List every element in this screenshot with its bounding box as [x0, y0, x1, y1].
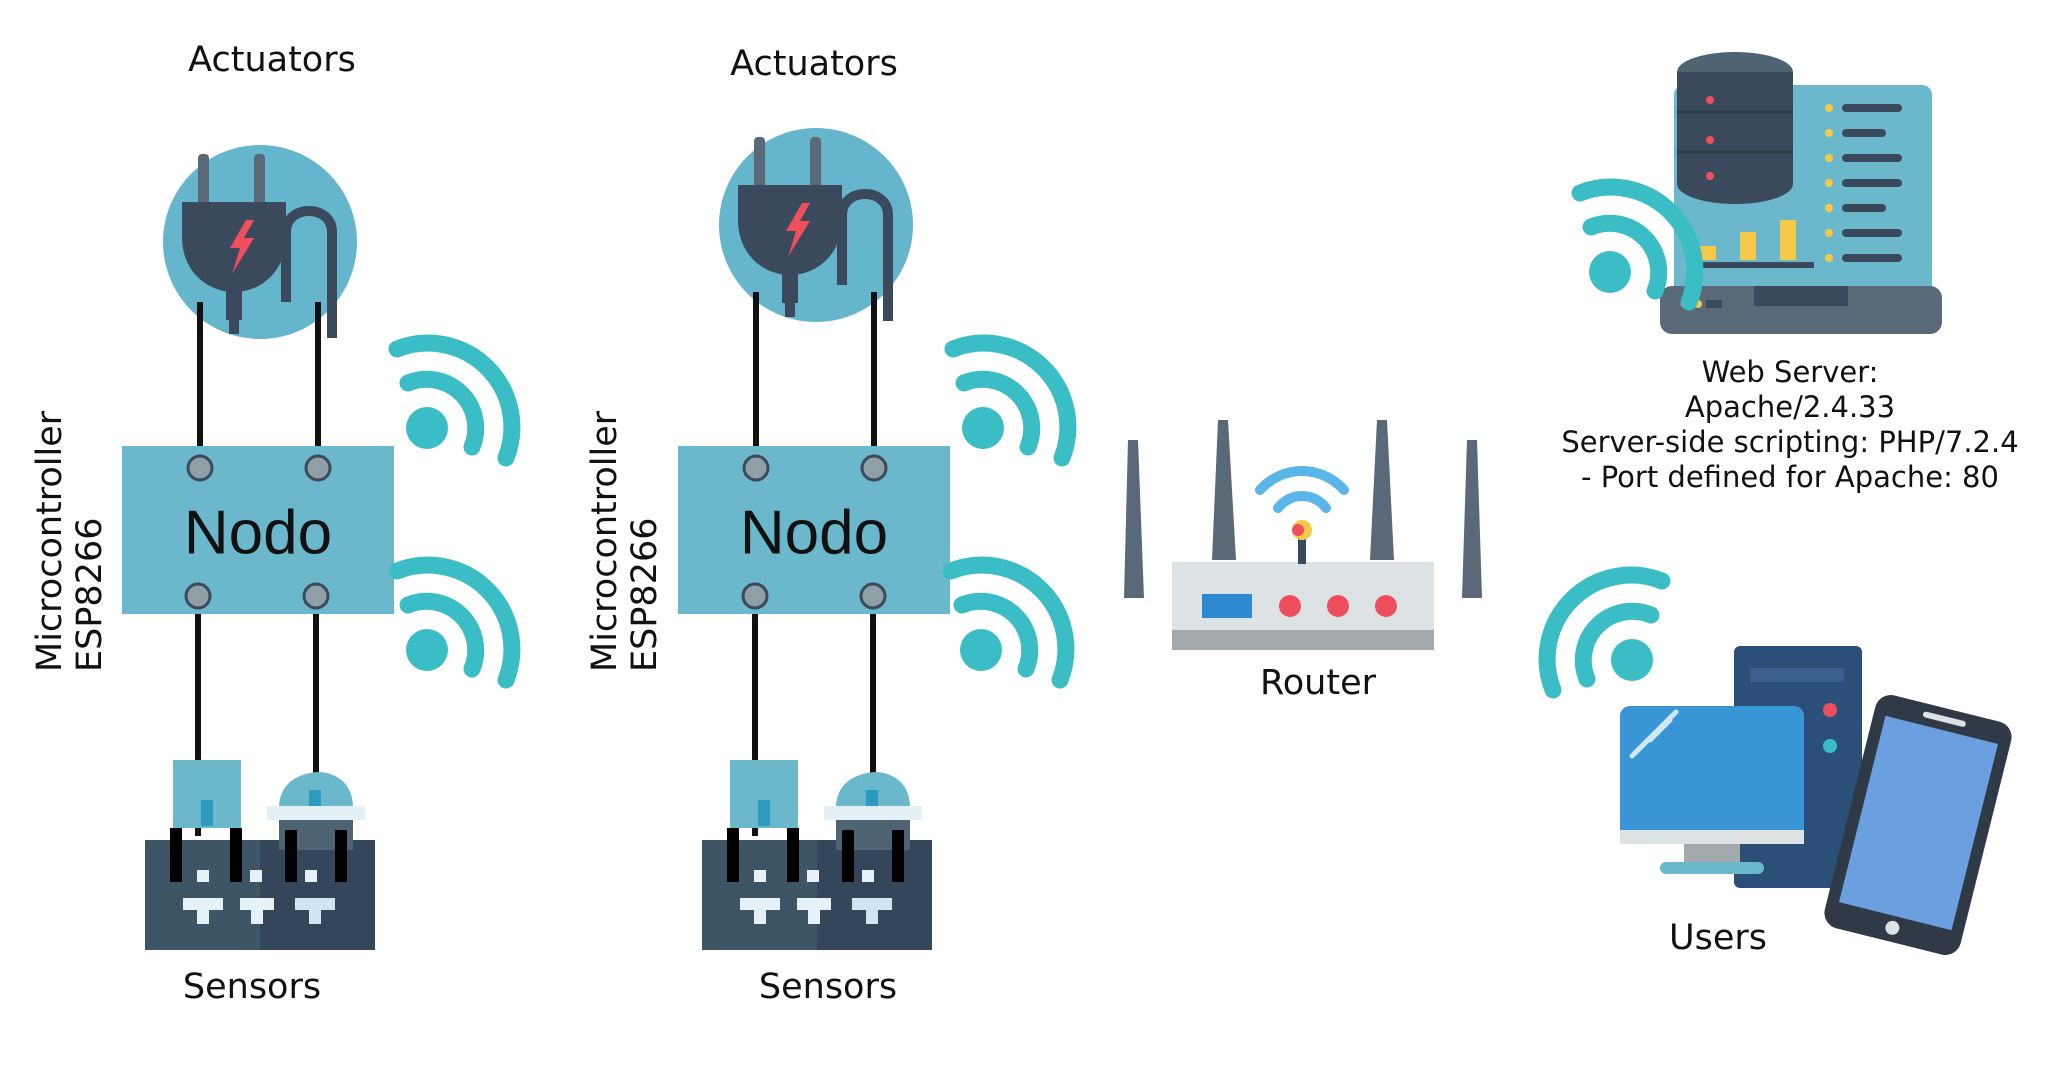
node-box [678, 446, 950, 614]
sensors-label: Sensors [758, 967, 898, 1007]
router-icon [1124, 420, 1482, 650]
node-2 [678, 128, 1068, 950]
node-1 [122, 145, 512, 950]
node-label: Nodo [739, 498, 889, 568]
users-label: Users [1668, 918, 1768, 958]
microcontroller-label: Microcontroller ESP8266 [30, 410, 110, 672]
phone-icon [1824, 695, 2012, 955]
plug-icon [163, 145, 357, 339]
connector-pins [184, 454, 332, 610]
sensors-label: Sensors [182, 967, 322, 1007]
sensor-board-icon [702, 760, 932, 950]
wifi-icon [1547, 575, 1662, 690]
microcontroller-label: Microcontroller ESP8266 [585, 410, 665, 672]
node-label: Nodo [183, 498, 333, 568]
sensor-board-icon [145, 760, 375, 950]
wifi-icon [951, 565, 1066, 680]
server-description: Web Server: Apache/2.4.33 Server-side sc… [1561, 355, 2019, 494]
server-icon [1660, 52, 1942, 334]
actuators-label: Actuators [730, 44, 898, 84]
node-box [122, 446, 394, 614]
router-label: Router [1260, 663, 1376, 703]
desktop-icon [1620, 646, 1862, 888]
connector-pins [741, 454, 888, 610]
actuators-label: Actuators [188, 40, 356, 80]
wifi-icon [397, 565, 512, 680]
wifi-icon [953, 343, 1068, 458]
plug-icon [719, 128, 913, 322]
wifi-icon [397, 343, 512, 458]
